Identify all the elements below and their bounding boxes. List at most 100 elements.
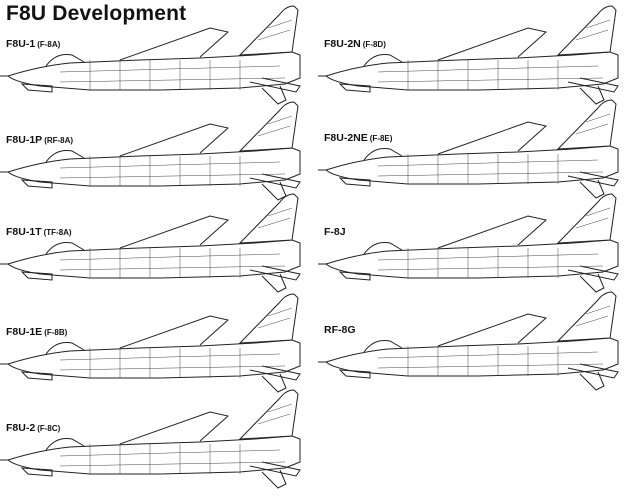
fuselage-outline bbox=[6, 51, 301, 91]
canopy bbox=[45, 54, 85, 67]
intake bbox=[338, 369, 371, 379]
intake bbox=[20, 83, 53, 93]
wing bbox=[437, 313, 548, 347]
aircraft-drawing bbox=[0, 193, 301, 293]
fin-detail bbox=[257, 217, 291, 229]
canopy bbox=[363, 54, 403, 67]
horizontal-stabilizer bbox=[567, 77, 619, 93]
aircraft-drawing bbox=[318, 5, 619, 105]
ventral-fin bbox=[579, 179, 605, 199]
intake bbox=[20, 271, 53, 281]
wing bbox=[119, 215, 230, 249]
panel-line bbox=[59, 173, 286, 179]
horizontal-stabilizer bbox=[567, 363, 619, 379]
panel-line bbox=[377, 159, 599, 167]
horizontal-stabilizer bbox=[567, 171, 619, 187]
horizontal-stabilizer bbox=[249, 365, 301, 381]
wing bbox=[119, 27, 230, 61]
aircraft-f8u-1p: F8U-1P(RF-8A) bbox=[0, 96, 305, 201]
fin-detail bbox=[575, 29, 609, 41]
fin-detail bbox=[575, 123, 609, 135]
horizontal-stabilizer bbox=[567, 265, 619, 281]
variant-label: RF-8G bbox=[324, 324, 356, 336]
variant-label: F8U-1(F-8A) bbox=[6, 38, 61, 50]
aircraft-drawing bbox=[0, 101, 301, 201]
panel-line bbox=[59, 353, 281, 361]
canopy bbox=[45, 150, 85, 163]
aircraft-f8u-1e: F8U-1E(F-8B) bbox=[0, 288, 305, 393]
intake bbox=[20, 467, 53, 477]
panel-line bbox=[377, 65, 599, 73]
canopy bbox=[45, 438, 85, 451]
fuselage-outline bbox=[6, 339, 301, 379]
panel-line bbox=[377, 265, 604, 271]
aircraft-drawing bbox=[0, 389, 301, 489]
aircraft-drawing bbox=[0, 293, 301, 393]
tail-fin bbox=[556, 99, 617, 150]
aircraft-f8u-2: F8U-2(F-8C) bbox=[0, 384, 305, 489]
aircraft-rf-8g: RF-8G bbox=[318, 286, 623, 391]
fuselage-outline bbox=[6, 239, 301, 279]
fin-detail bbox=[257, 29, 291, 41]
fin-detail bbox=[585, 113, 611, 123]
tail-fin bbox=[556, 5, 617, 56]
aircraft-drawing bbox=[0, 5, 301, 105]
canopy bbox=[363, 148, 403, 161]
aircraft-f-8j: F-8J bbox=[318, 188, 623, 293]
wing bbox=[119, 123, 230, 157]
intake bbox=[20, 179, 53, 189]
panel-line bbox=[377, 351, 599, 359]
variant-label: F8U-1E(F-8B) bbox=[6, 326, 68, 338]
fin-detail bbox=[267, 307, 293, 317]
horizontal-stabilizer bbox=[249, 265, 301, 281]
fin-detail bbox=[585, 305, 611, 315]
horizontal-stabilizer bbox=[249, 461, 301, 477]
canopy bbox=[363, 340, 403, 353]
canopy bbox=[45, 242, 85, 255]
fin-detail bbox=[257, 413, 291, 425]
wing bbox=[437, 215, 548, 249]
fin-detail bbox=[257, 317, 291, 329]
panel-line bbox=[59, 77, 286, 83]
page-title: F8U Development bbox=[6, 2, 187, 25]
variant-label: F8U-1P(RF-8A) bbox=[6, 134, 74, 146]
panel-line bbox=[59, 65, 281, 73]
ventral-fin bbox=[261, 469, 287, 489]
ventral-fin bbox=[261, 181, 287, 201]
fin-detail bbox=[267, 403, 293, 413]
wing bbox=[437, 121, 548, 155]
panel-line bbox=[59, 365, 286, 371]
wing bbox=[437, 27, 548, 61]
ventral-fin bbox=[579, 85, 605, 105]
tail-fin bbox=[238, 193, 299, 244]
fuselage-outline bbox=[324, 337, 619, 377]
fin-detail bbox=[575, 217, 609, 229]
tail-fin bbox=[238, 389, 299, 440]
ventral-fin bbox=[261, 373, 287, 393]
intake bbox=[338, 271, 371, 281]
intake bbox=[338, 83, 371, 93]
fin-detail bbox=[585, 207, 611, 217]
wing bbox=[119, 315, 230, 349]
aircraft-f8u-1t: F8U-1T(TF-8A) bbox=[0, 188, 305, 293]
fin-detail bbox=[267, 115, 293, 125]
panel-line bbox=[59, 253, 281, 261]
fuselage-outline bbox=[324, 145, 619, 185]
tail-fin bbox=[238, 5, 299, 56]
tail-fin bbox=[556, 193, 617, 244]
tail-fin bbox=[556, 291, 617, 342]
ventral-fin bbox=[579, 371, 605, 391]
fuselage-outline bbox=[324, 51, 619, 91]
fin-detail bbox=[257, 125, 291, 137]
horizontal-stabilizer bbox=[249, 77, 301, 93]
variant-label: F8U-2N(F-8D) bbox=[324, 38, 386, 50]
aircraft-drawing bbox=[318, 193, 619, 293]
tail-fin bbox=[238, 101, 299, 152]
aircraft-drawing bbox=[318, 291, 619, 391]
panel-line bbox=[59, 461, 286, 467]
aircraft-drawing bbox=[318, 99, 619, 199]
ventral-fin bbox=[261, 273, 287, 293]
ventral-fin bbox=[261, 85, 287, 105]
aircraft-f8u-1: F8U-1(F-8A) bbox=[0, 0, 305, 105]
variant-label: F-8J bbox=[324, 226, 346, 238]
